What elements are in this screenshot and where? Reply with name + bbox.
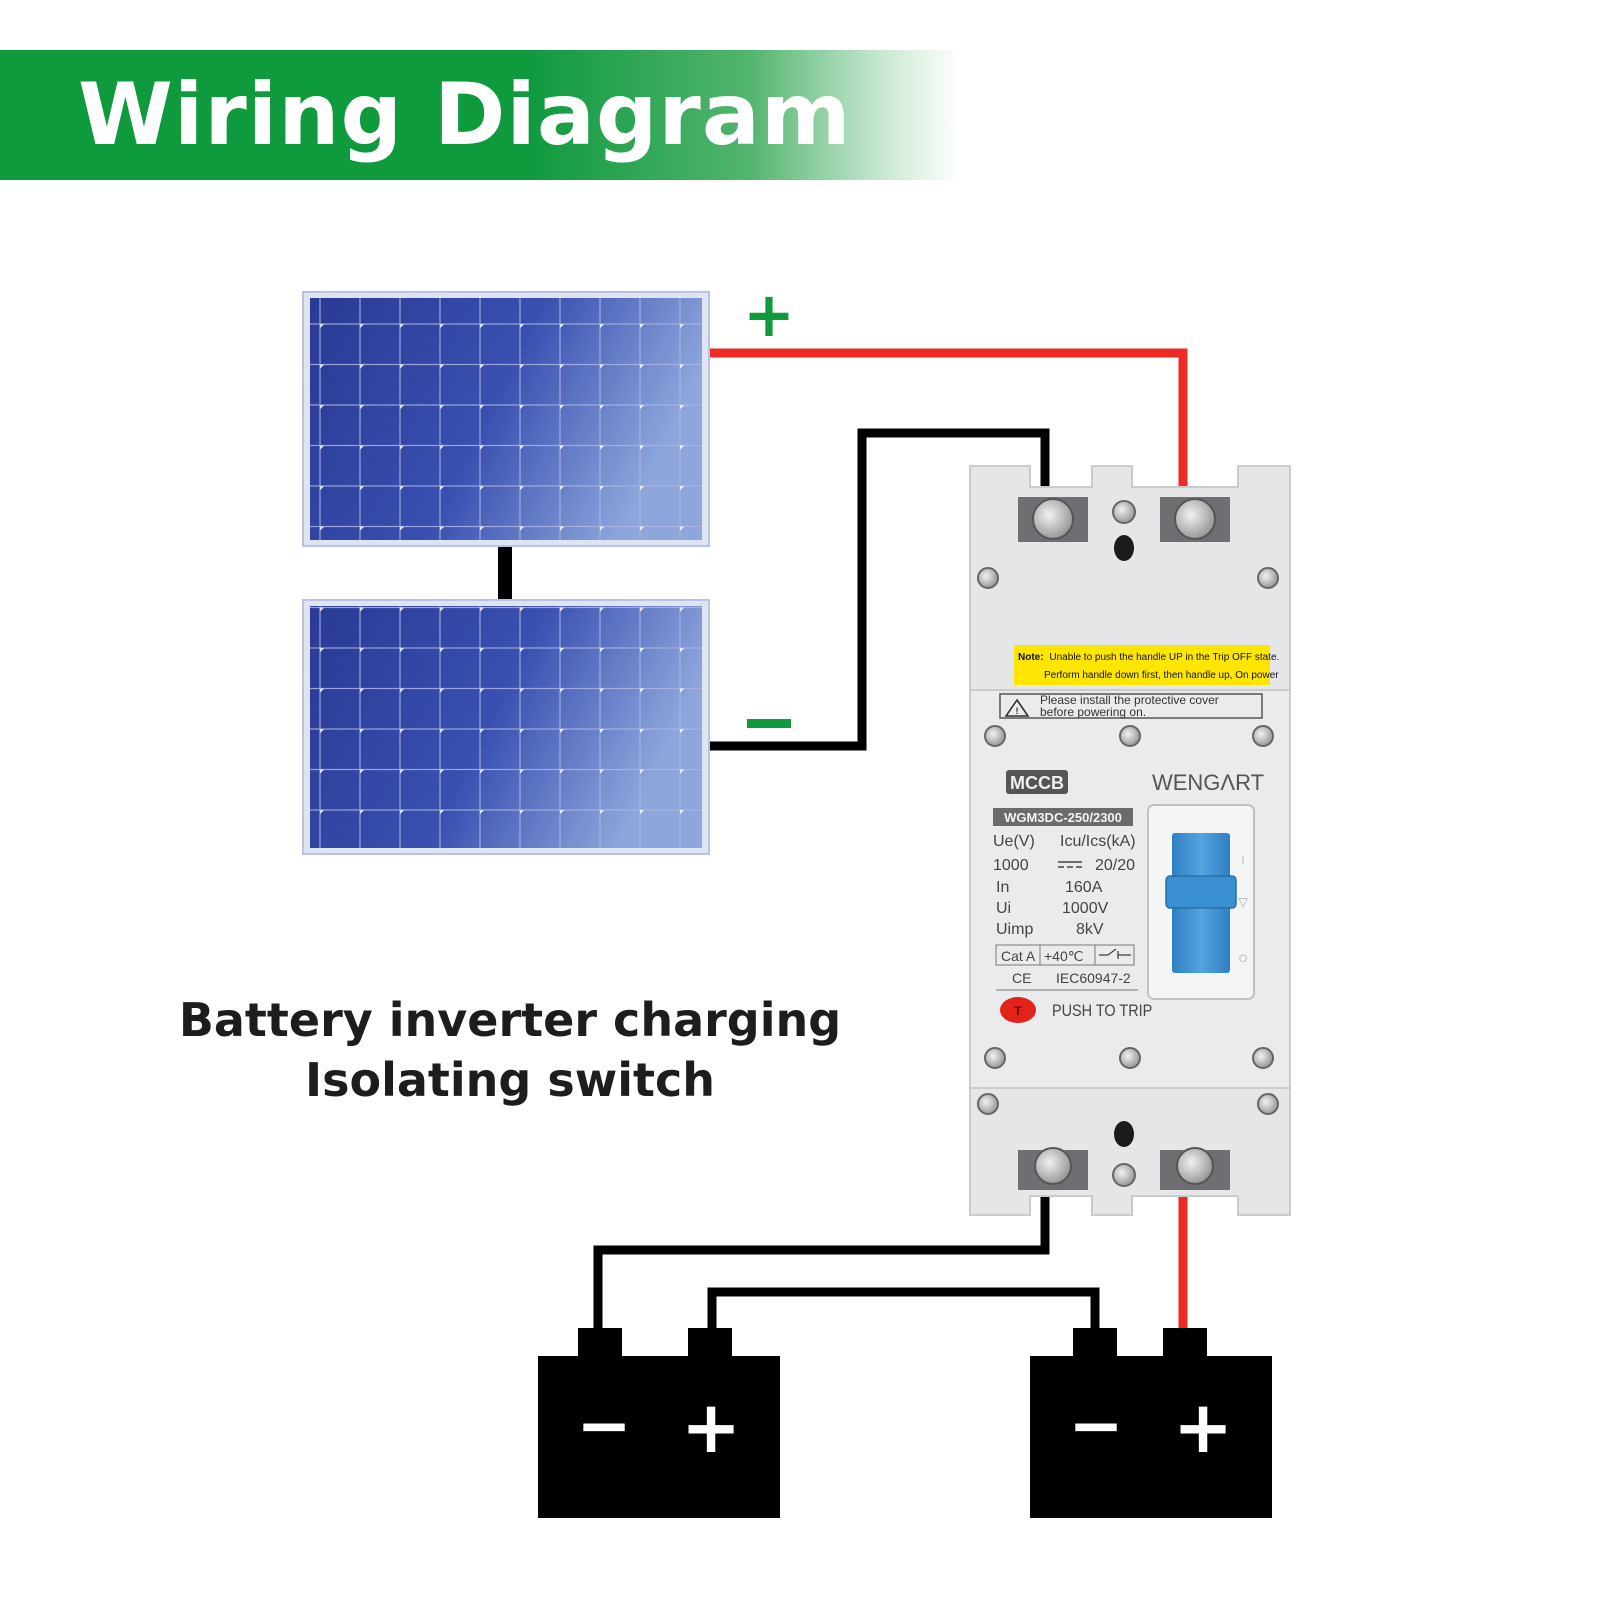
bottom-left-terminal-screw xyxy=(1034,1147,1072,1185)
category-label: Cat A xyxy=(1001,948,1036,964)
svg-text:Note: Unable to push the: Note: Unable to push the handle UP in th… xyxy=(1018,652,1279,663)
caption-line-1: Battery inverter charging xyxy=(178,993,842,1047)
handle-mark-on: I xyxy=(1241,855,1244,867)
battery-right: − + xyxy=(1030,1328,1272,1518)
spec-label-4: Uimp xyxy=(996,921,1033,938)
spec-value-0: Icu/Ics(kA) xyxy=(1060,833,1136,850)
top-right-terminal-screw xyxy=(1174,498,1216,540)
warning-box xyxy=(999,693,1263,719)
battery-right-minus: − xyxy=(1068,1387,1123,1464)
battery-right-plus: + xyxy=(1173,1385,1233,1469)
trip-button-symbol: T xyxy=(1014,1004,1022,1018)
handle-mark-off: O xyxy=(1239,953,1248,965)
diagram-caption: Battery inverter charging Isolating swit… xyxy=(150,990,870,1110)
negative-wire-breaker-to-battery xyxy=(593,1180,1050,1330)
positive-wire-panel-to-breaker xyxy=(710,348,1188,500)
solar-panel-top xyxy=(302,291,710,547)
spec-label-1: 1000 xyxy=(993,857,1029,874)
note-line2: Perform handle down first, then handle u… xyxy=(1044,670,1279,681)
battery-left-plus: + xyxy=(681,1385,741,1469)
push-to-trip-label: PUSH TO TRIP xyxy=(1052,1002,1152,1020)
spec-value-3: 1000V xyxy=(1062,900,1109,917)
warning-line1: Please install the protective cover xyxy=(1040,693,1219,707)
model-number: WGM3DC-250/2300 xyxy=(1004,810,1122,825)
spec-label-3: Ui xyxy=(996,900,1011,917)
mccb-badge xyxy=(1006,770,1068,794)
note-line1: Unable to push the handle UP in the Trip… xyxy=(1049,652,1279,663)
battery-left: − + xyxy=(538,1328,780,1518)
brand-name: WENGΛRT xyxy=(1152,770,1264,795)
bottom-right-terminal-screw xyxy=(1176,1147,1214,1185)
ce-mark: CE xyxy=(1012,970,1031,986)
battery-left-minus: − xyxy=(576,1387,631,1464)
push-to-trip-button[interactable] xyxy=(1000,997,1036,1023)
warning-line2: before powering on. xyxy=(1040,705,1146,719)
temperature-label: +40℃ xyxy=(1044,948,1083,964)
isolator-symbol-icon xyxy=(1099,948,1131,959)
warning-triangle-icon xyxy=(1004,698,1030,717)
dc-symbol-icon xyxy=(1058,861,1082,868)
title-banner xyxy=(0,50,960,180)
wires xyxy=(498,348,1188,1330)
handle-mark-trip: ▽ xyxy=(1238,895,1248,909)
battery-series-link xyxy=(707,1287,1100,1330)
caption-line-2: Isolating switch xyxy=(304,1053,715,1107)
spec-value-1: 20/20 xyxy=(1095,857,1135,874)
spec-value-2: 160A xyxy=(1065,879,1103,896)
panel-plus-symbol: + xyxy=(743,278,795,351)
spec-label-0: Ue(V) xyxy=(993,833,1035,850)
model-strip xyxy=(993,808,1133,826)
top-left-terminal-screw xyxy=(1032,498,1074,540)
standard-label: IEC60947-2 xyxy=(1056,970,1131,986)
negative-wire-panel-to-breaker xyxy=(710,428,1050,751)
mccb-badge-text: MCCB xyxy=(1010,773,1064,793)
solar-panel-bottom xyxy=(302,599,710,855)
spec-value-4: 8kV xyxy=(1076,921,1104,938)
spec-label-2: In xyxy=(996,879,1009,896)
note-bold: Note: xyxy=(1018,652,1044,663)
circuit-breaker: Note: Unable to push the handle UP in th… xyxy=(969,465,1291,1216)
panel-minus-symbol xyxy=(747,719,791,728)
page-title: Wiring Diagram xyxy=(78,65,852,165)
svg-text:!: ! xyxy=(1016,706,1019,716)
note-label xyxy=(1014,645,1270,685)
